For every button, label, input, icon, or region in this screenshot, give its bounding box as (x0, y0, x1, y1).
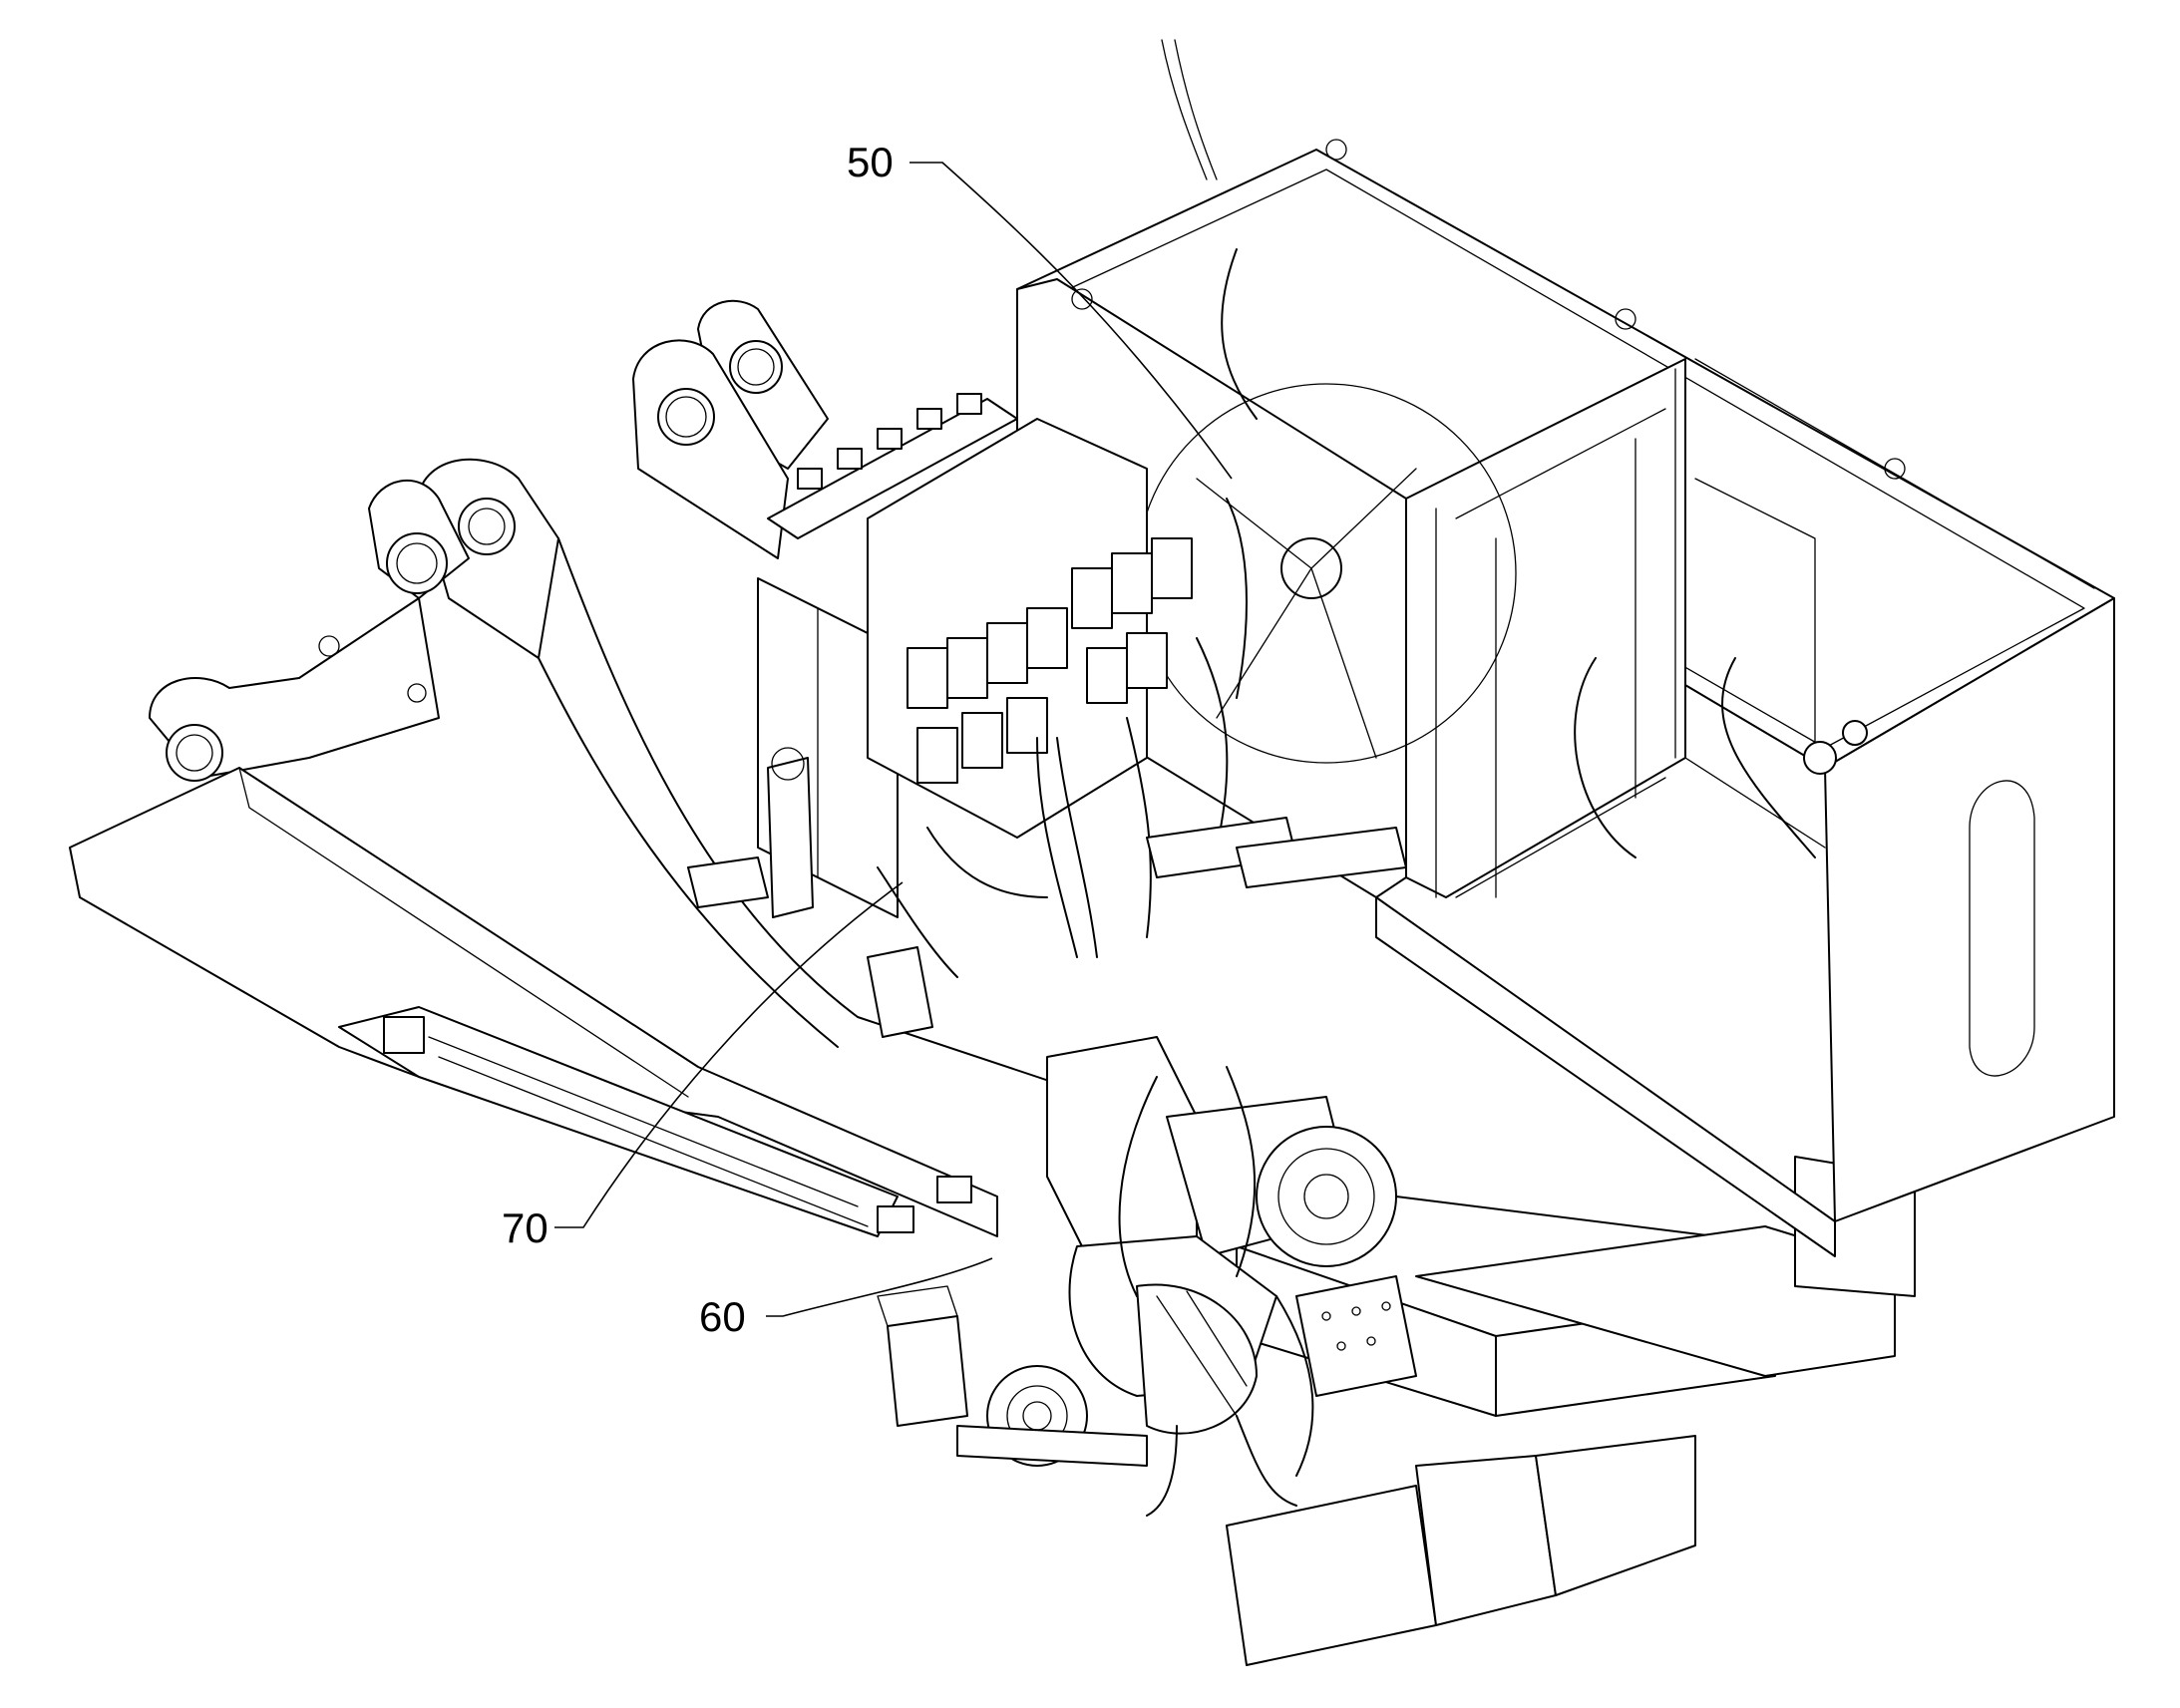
main-frame-rails (69, 537, 1916, 1666)
valve-bank-assembly (687, 393, 1407, 1038)
reference-numeral-50: 50 (847, 139, 894, 185)
cooling-package-housing (1016, 39, 2115, 1257)
leader-line-70 (554, 881, 904, 1228)
reference-numeral-60: 60 (699, 1293, 746, 1340)
leader-line-50 (909, 162, 1233, 480)
reference-numeral-70: 70 (502, 1204, 548, 1251)
leader-line-60 (766, 1257, 993, 1317)
leader-lines (554, 162, 1233, 1317)
boom-towers (149, 299, 829, 782)
transmission-pump-drive (877, 1036, 1417, 1517)
